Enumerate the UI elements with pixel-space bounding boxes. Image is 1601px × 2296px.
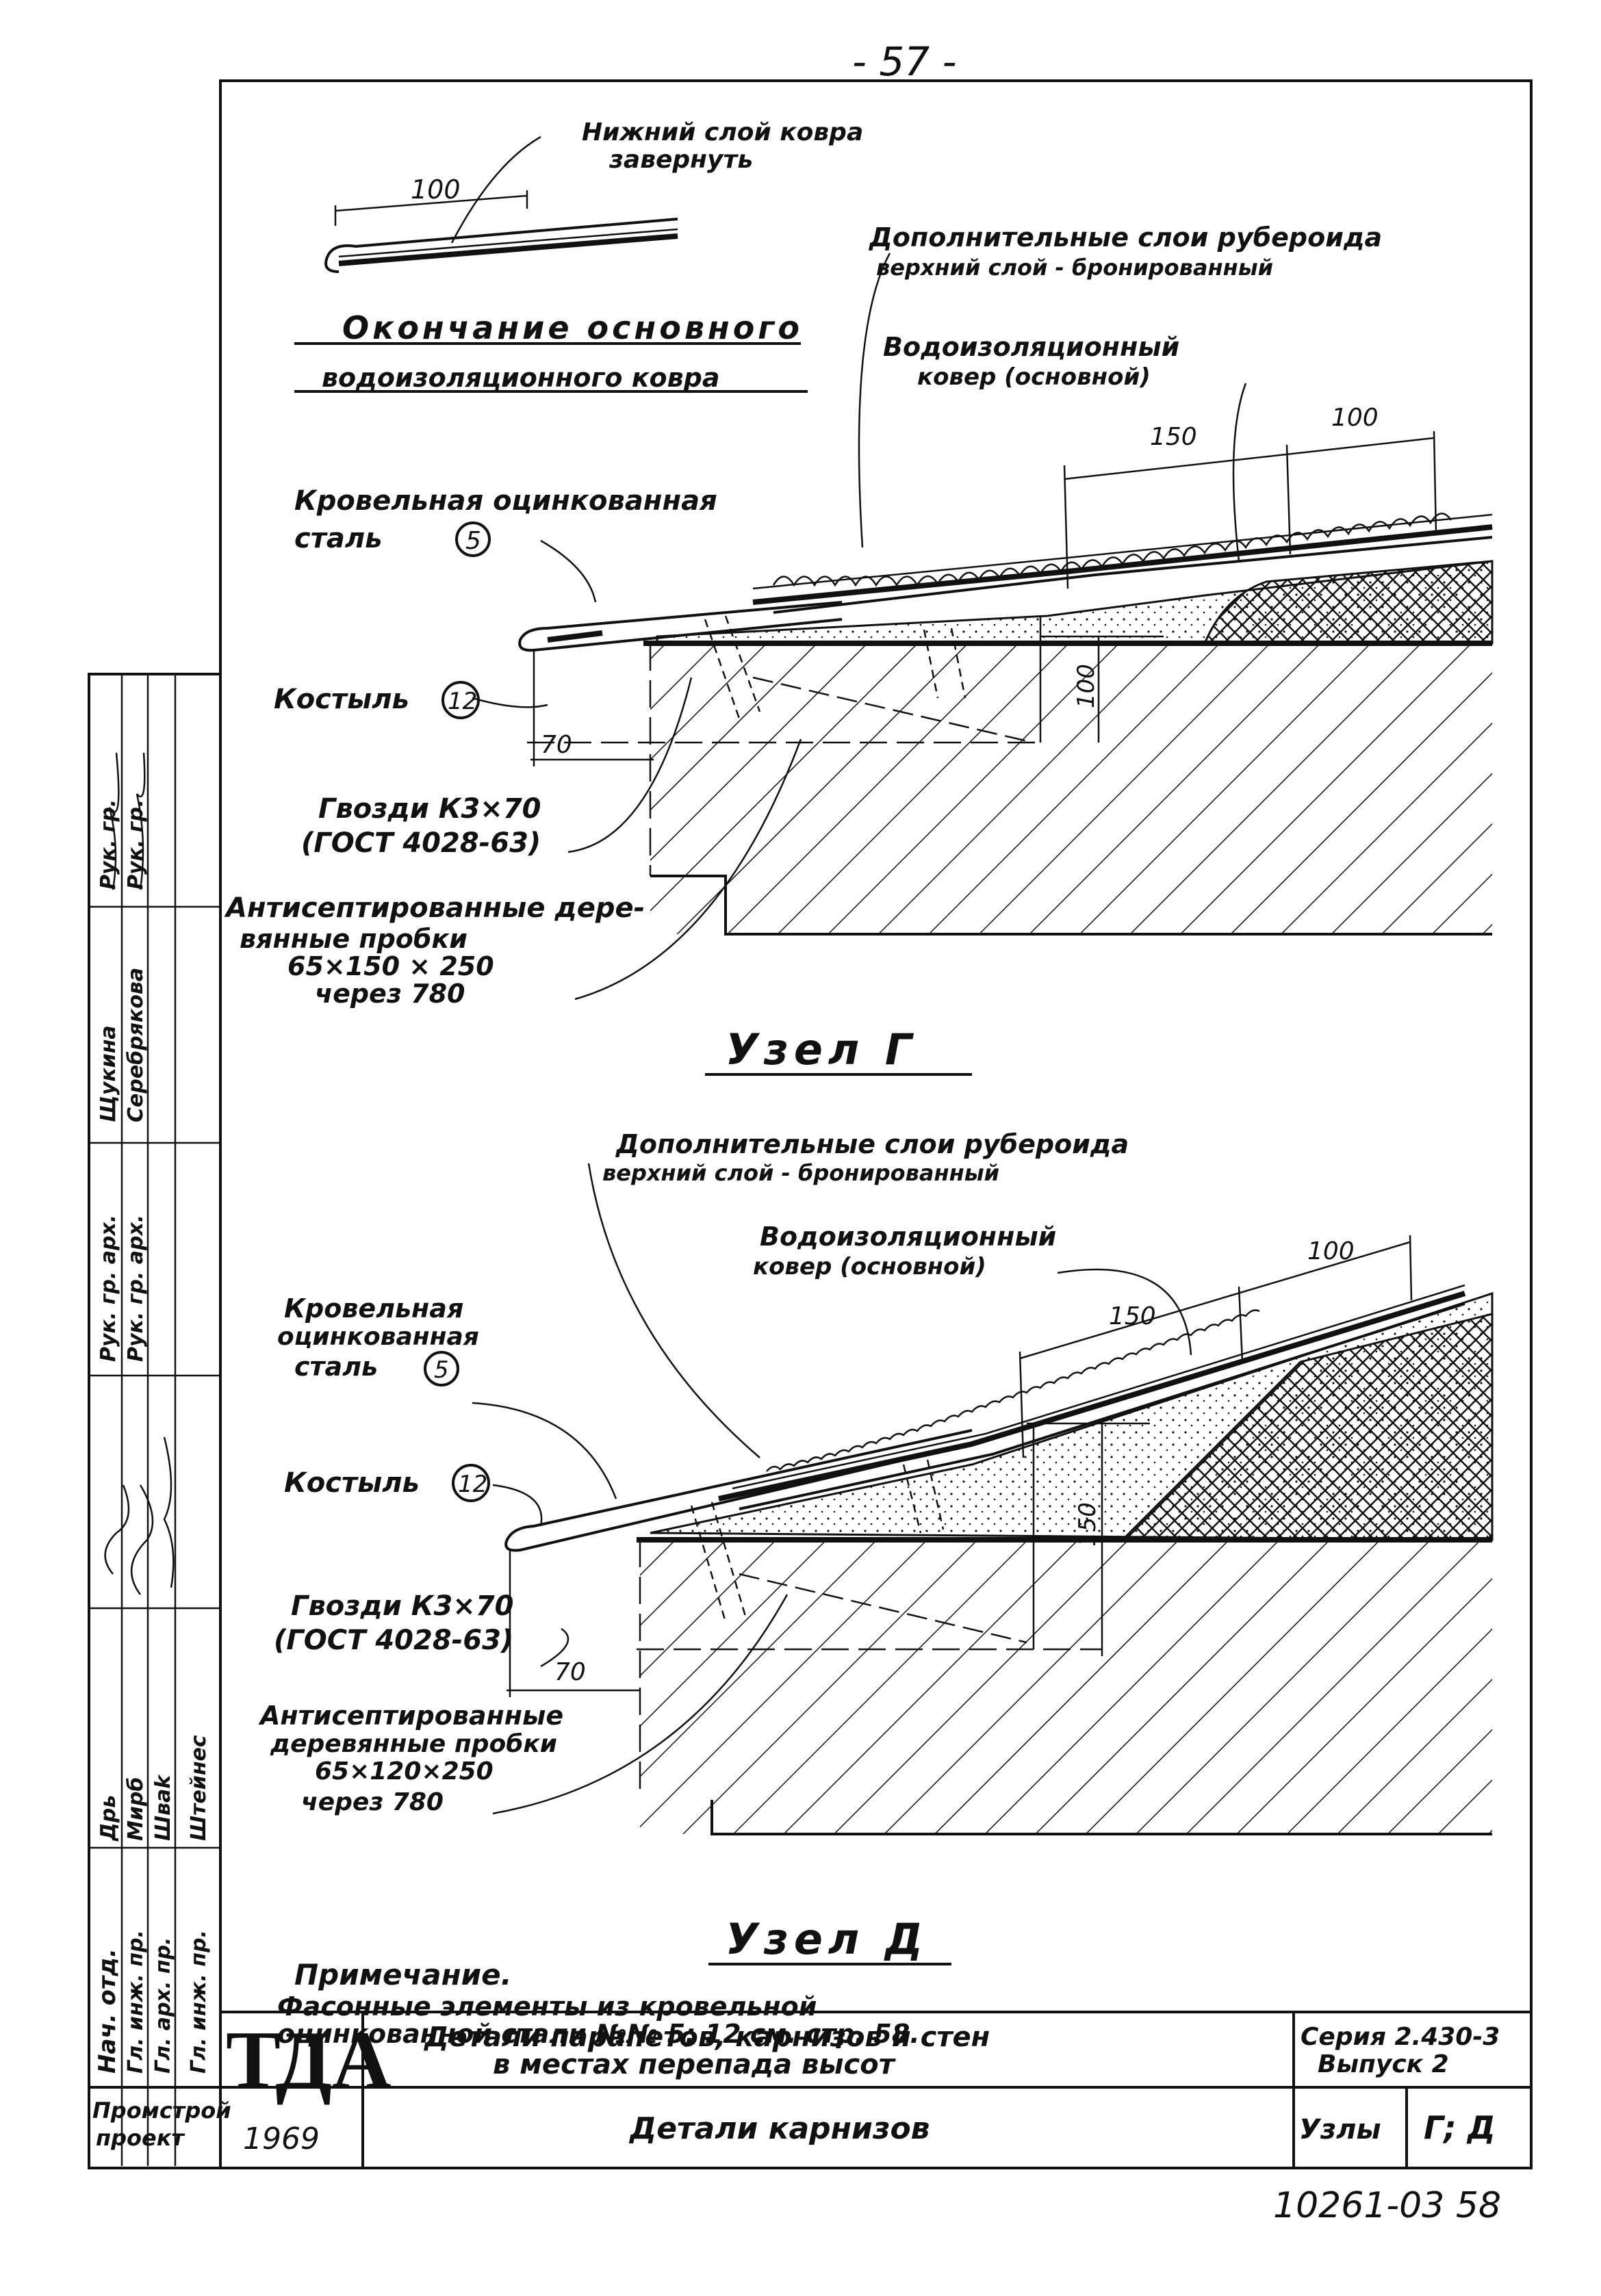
stamp-name-1: Дрь bbox=[97, 1795, 120, 1842]
d-dim-150v: 150 bbox=[1074, 1502, 1101, 1547]
signature-1 bbox=[108, 752, 120, 890]
series-1: Серия 2.430-3 bbox=[1301, 2023, 1500, 2051]
stamp-name-4: Штейнес bbox=[187, 1735, 211, 1841]
node-g-section bbox=[472, 253, 1494, 1076]
g-extra-layers-1: Дополнительные слои рубероида bbox=[869, 222, 1382, 253]
g-dim-150: 150 bbox=[1150, 423, 1197, 451]
d-plugs-4: через 780 bbox=[301, 1788, 444, 1816]
d-dim-70: 70 bbox=[554, 1658, 586, 1686]
carpet-end-dim: 100 bbox=[411, 175, 461, 205]
d-crutch-mark-circle bbox=[452, 1464, 490, 1502]
d-steel-2: оцинкованная bbox=[277, 1323, 479, 1351]
stamp-role2-2: Рук. гр. арх. bbox=[124, 1215, 148, 1362]
signature-3 bbox=[104, 1484, 130, 1575]
g-crutch-mark: 12 bbox=[448, 688, 477, 715]
stamp-role3-1: Рук. гр. bbox=[97, 799, 120, 890]
side-stamp: Нач. отд. Гл. инж. пр. Гл. арх. пр. Гл. … bbox=[94, 752, 211, 2074]
page-number: - 57 - bbox=[852, 38, 957, 85]
g-plugs-2: вянные пробки bbox=[240, 924, 468, 954]
slab-hatch-d bbox=[640, 1540, 1492, 1834]
g-nails-1: Гвозди К3×70 bbox=[318, 793, 541, 825]
org-2: проект bbox=[96, 2125, 185, 2151]
g-plugs-1: Антисептированные дере- bbox=[224, 892, 645, 924]
stamp-role3-2: Рук. гр. bbox=[124, 799, 148, 890]
stamp-name2-2: Серебрякова bbox=[124, 968, 148, 1122]
title-2: в местах перепада высот bbox=[493, 2049, 897, 2080]
year: 1969 bbox=[243, 2121, 320, 2156]
stamp-role-1: Нач. отд. bbox=[94, 1948, 121, 2074]
g-steel-2: сталь bbox=[294, 523, 382, 554]
signature-2 bbox=[136, 752, 146, 890]
signature-4 bbox=[130, 1484, 154, 1595]
g-steel-1: Кровельная оцинкованная bbox=[294, 485, 717, 517]
stamp-name-2: Мирб bbox=[124, 1777, 148, 1841]
subtitle: Детали карнизов bbox=[628, 2111, 930, 2146]
note-line-2: оцинкованной стали №№ 5; 12 см. стр. 58. bbox=[277, 2019, 920, 2049]
d-extra-layers-1: Дополнительные слои рубероида bbox=[615, 1129, 1129, 1159]
title-1: Детали парапетов, карнизов и стен bbox=[423, 2022, 990, 2053]
d-steel-3: сталь bbox=[294, 1352, 378, 1382]
sheet-frame bbox=[219, 79, 1533, 2169]
carpet-end-title-1: Окончание основного bbox=[342, 309, 803, 346]
g-crutch: Костыль bbox=[274, 684, 409, 715]
d-steel-mark: 5 bbox=[434, 1356, 449, 1384]
g-plugs-3: 65×150 × 250 bbox=[287, 951, 494, 981]
d-caption: Узел Д bbox=[726, 1914, 928, 1964]
note-line-1: Фасонные элементы из кровельной bbox=[277, 1991, 817, 2022]
stamp-role-4: Гл. инж. пр. bbox=[187, 1930, 211, 2074]
carpet-end-title-2: водоизоляционного ковра bbox=[322, 363, 720, 393]
g-extra-layers-2: верхний слой - бронированный bbox=[876, 255, 1273, 281]
g-steel-mark: 5 bbox=[465, 527, 481, 555]
carpet-end-note-2: завернуть bbox=[609, 146, 753, 174]
d-carpet-1: Водоизоляционный bbox=[760, 1222, 1056, 1252]
d-dim-150: 150 bbox=[1109, 1302, 1156, 1330]
note-heading: Примечание. bbox=[294, 1958, 512, 1991]
stamp-role-2: Гл. инж. пр. bbox=[124, 1930, 148, 2074]
doc-number: 10261-03 58 bbox=[1273, 2185, 1501, 2226]
d-steel-mark-circle bbox=[424, 1351, 459, 1386]
g-carpet-1: Водоизоляционный bbox=[883, 332, 1179, 362]
g-plugs-4: через 780 bbox=[315, 979, 465, 1009]
g-caption: Узел Г bbox=[726, 1024, 917, 1074]
g-crutch-mark-circle bbox=[441, 681, 480, 719]
carpet-end-detail bbox=[294, 136, 808, 393]
g-dim-100v: 100 bbox=[1073, 664, 1100, 708]
g-steel-mark-circle bbox=[455, 521, 491, 557]
g-nails-2: (ГОСТ 4028-63) bbox=[301, 827, 541, 859]
stamp-name-3: Шваk bbox=[151, 1774, 175, 1841]
d-extra-layers-2: верхний слой - бронированный bbox=[602, 1160, 999, 1186]
node-d-section bbox=[472, 1163, 1494, 1965]
stamp-name2-1: Щукина bbox=[97, 1025, 120, 1122]
d-nails-1: Гвозди К3×70 bbox=[291, 1590, 514, 1622]
signature-5 bbox=[163, 1436, 175, 1588]
d-plugs-1: Антисептированные bbox=[258, 1701, 563, 1731]
d-plugs-3: 65×120×250 bbox=[315, 1757, 494, 1785]
carpet-end-note-1: Нижний слой ковра bbox=[582, 118, 863, 146]
units-value: Г; Д bbox=[1424, 2109, 1496, 2146]
d-steel-1: Кровельная bbox=[284, 1293, 463, 1324]
d-crutch: Костыль bbox=[284, 1467, 420, 1499]
slab-hatch-g bbox=[650, 643, 1492, 934]
logo: ТДА bbox=[226, 2014, 392, 2105]
g-dim-100: 100 bbox=[1331, 404, 1379, 432]
stamp-role2-1: Рук. гр. арх. bbox=[97, 1215, 120, 1362]
stamp-role-3: Гл. арх. пр. bbox=[151, 1937, 175, 2074]
g-dim-70: 70 bbox=[541, 731, 572, 759]
d-crutch-mark: 12 bbox=[458, 1471, 487, 1498]
g-carpet-2: ковер (основной) bbox=[917, 363, 1151, 391]
units-label: Узлы bbox=[1299, 2114, 1381, 2145]
d-carpet-2: ковер (основной) bbox=[753, 1253, 986, 1280]
d-nails-2: (ГОСТ 4028-63) bbox=[274, 1625, 513, 1656]
series-2: Выпуск 2 bbox=[1318, 2050, 1449, 2078]
d-plugs-2: деревянные пробки bbox=[270, 1730, 557, 1758]
org-1: Промстрой bbox=[92, 2098, 231, 2124]
d-dim-100: 100 bbox=[1307, 1237, 1355, 1265]
